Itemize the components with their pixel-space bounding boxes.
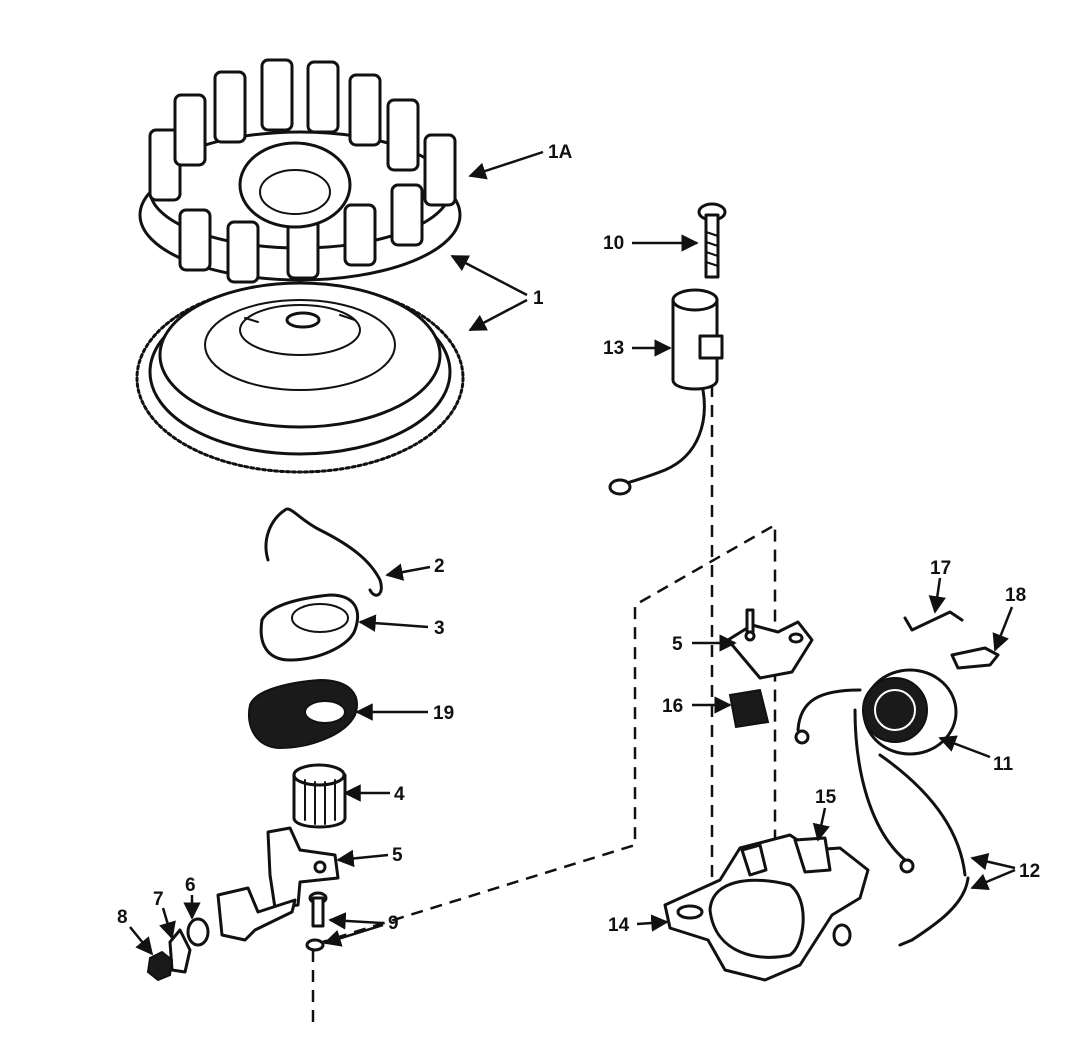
part-12-lead-wire [878,753,970,947]
part-17-wire-clip [903,610,964,632]
part-9-screw-washer [305,891,328,952]
callout-labels: 1A 1 10 13 2 3 19 4 5 6 7 8 9 5 16 17 18… [117,142,1040,936]
part-1a-fan [138,58,462,284]
callout-3: 3 [434,618,445,639]
part-10-screw [697,202,727,279]
part-4-bushing [292,763,347,829]
part-19-felt-pad [247,678,358,750]
part-13-condenser [608,288,724,496]
callout-14: 14 [608,915,630,936]
part-11-coil [794,668,958,874]
callout-18: 18 [1005,585,1026,606]
dashed-alignment-lines [311,385,777,1022]
callout-13: 13 [603,338,624,359]
part-2-spring-clip [264,507,383,597]
part-1-flywheel [135,281,465,474]
callout-9: 9 [388,913,399,934]
part-6-7-8-hardware [146,886,297,982]
part-5-breaker-arm [266,826,340,910]
callout-11: 11 [993,754,1014,775]
callout-5-right: 5 [672,634,683,655]
callout-19: 19 [433,703,454,724]
callout-1: 1 [533,288,544,309]
callout-1a: 1A [548,142,573,163]
callout-16: 16 [662,696,683,717]
part-16-pad [728,688,770,729]
callout-6: 6 [185,875,196,896]
part-18-clip [950,646,1000,670]
callout-8: 8 [117,907,128,928]
part-3-plate [259,593,360,662]
callout-15: 15 [815,787,837,808]
part-5-bracket [726,608,814,680]
callout-2: 2 [434,556,445,577]
callout-4: 4 [394,784,405,805]
callout-17: 17 [930,558,951,579]
leader-arrows [129,150,1016,956]
callout-10: 10 [603,233,624,254]
callout-5-left: 5 [392,845,403,866]
part-14-15-housing [663,833,870,982]
callout-12: 12 [1019,861,1040,882]
callout-7: 7 [153,889,164,910]
